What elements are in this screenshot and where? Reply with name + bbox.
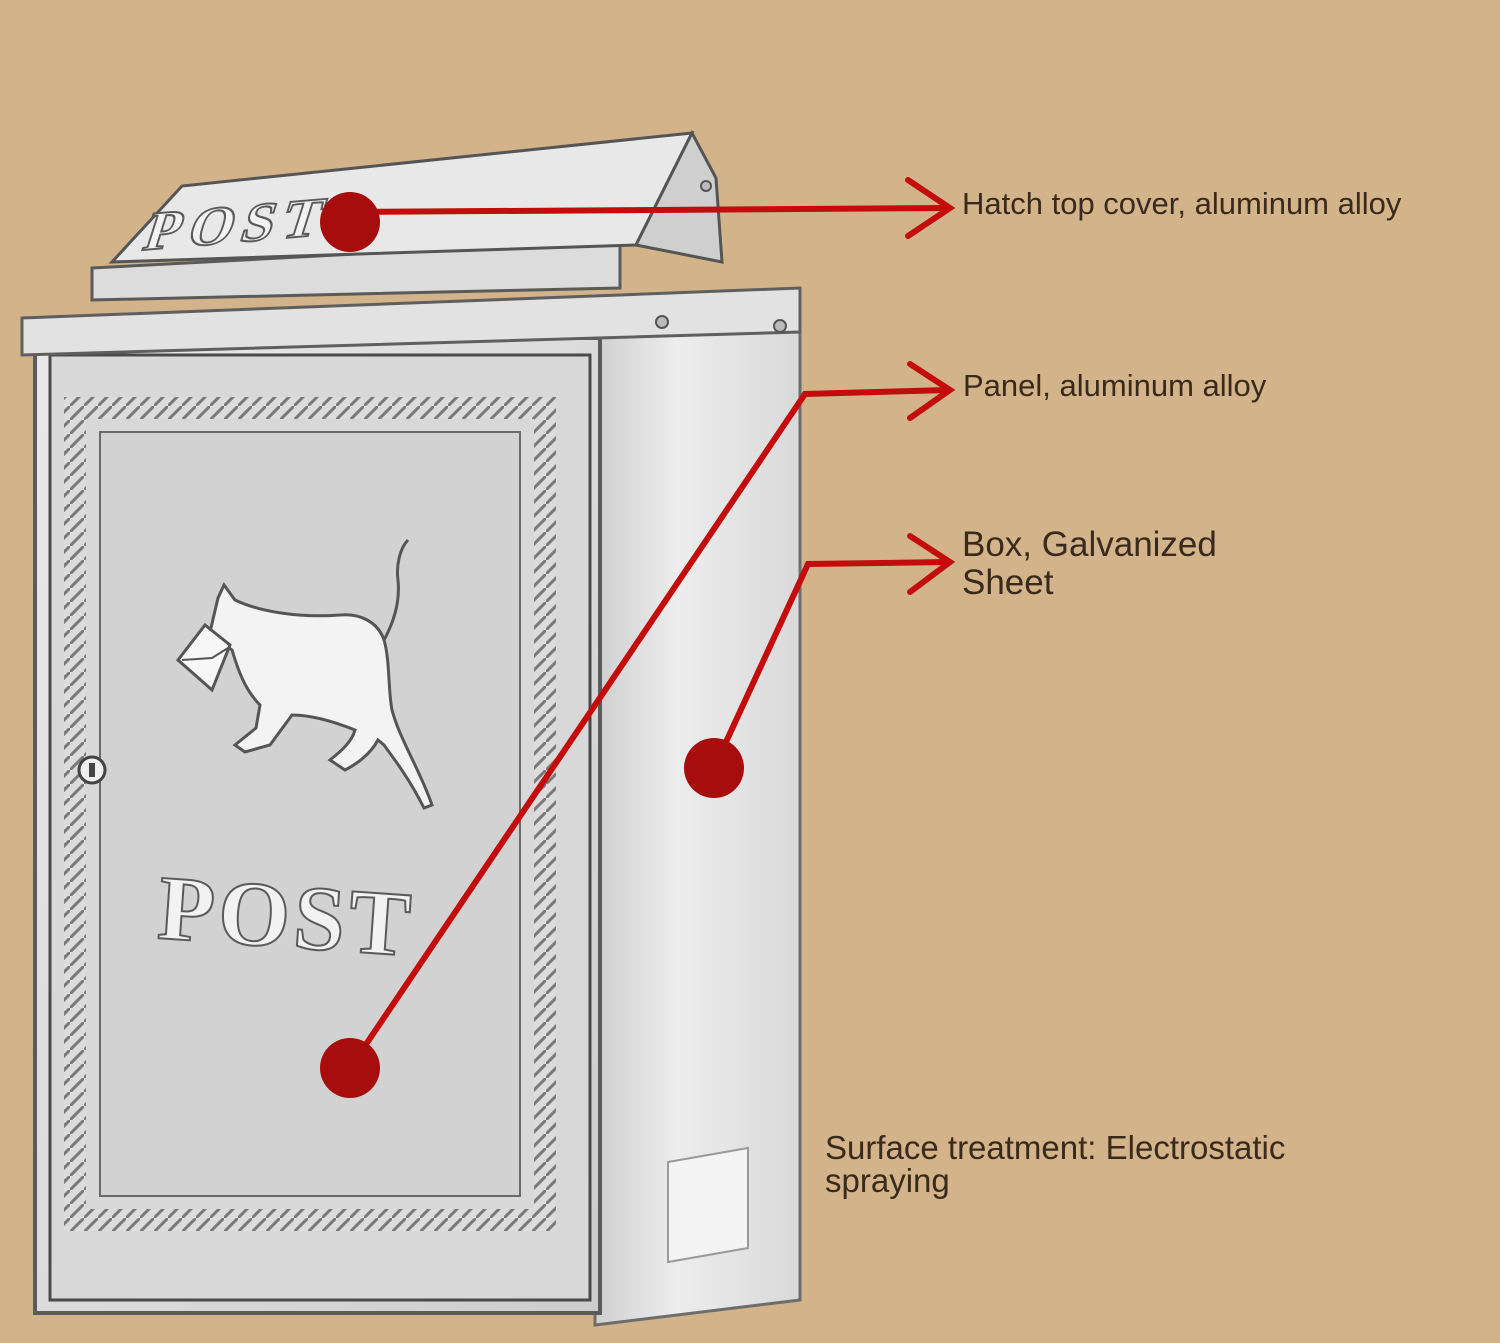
callout-line-panel (347, 387, 951, 1071)
screw-icon (773, 319, 787, 333)
callout-dot-hatch (320, 192, 380, 252)
screw-icon (700, 180, 712, 192)
callout-line-hatch (347, 205, 951, 215)
callout-label-surface: Surface treatment: Electrostatic sprayin… (825, 1129, 1286, 1199)
callout-arrowhead-hatch (905, 177, 956, 239)
rope-border (64, 397, 556, 1231)
screw-icon (655, 315, 669, 329)
panel-post-emboss: POST (155, 856, 418, 976)
side-tab (667, 1146, 749, 1264)
callout-label-hatch: Hatch top cover, aluminum alloy (962, 186, 1402, 221)
hatch-side (633, 129, 724, 264)
cat-emboss-icon (175, 538, 434, 810)
callout-label-box: Box, Galvanized Sheet (962, 525, 1217, 602)
callout-dot-panel (320, 1038, 380, 1098)
callout-arrowhead-panel (907, 361, 956, 421)
mailbox-top-ledge (20, 286, 802, 357)
callout-dot-box (684, 738, 744, 798)
callout-arrowhead-box (907, 533, 956, 595)
mailbox: POST POST (20, 129, 802, 1327)
callout-dots (320, 192, 744, 1098)
callout-line-box (711, 559, 951, 771)
door-inner-panel (99, 431, 521, 1197)
callout-label-panel: Panel, aluminum alloy (963, 368, 1267, 403)
callout-lines (347, 177, 956, 1071)
lock-keyhole (89, 763, 95, 777)
